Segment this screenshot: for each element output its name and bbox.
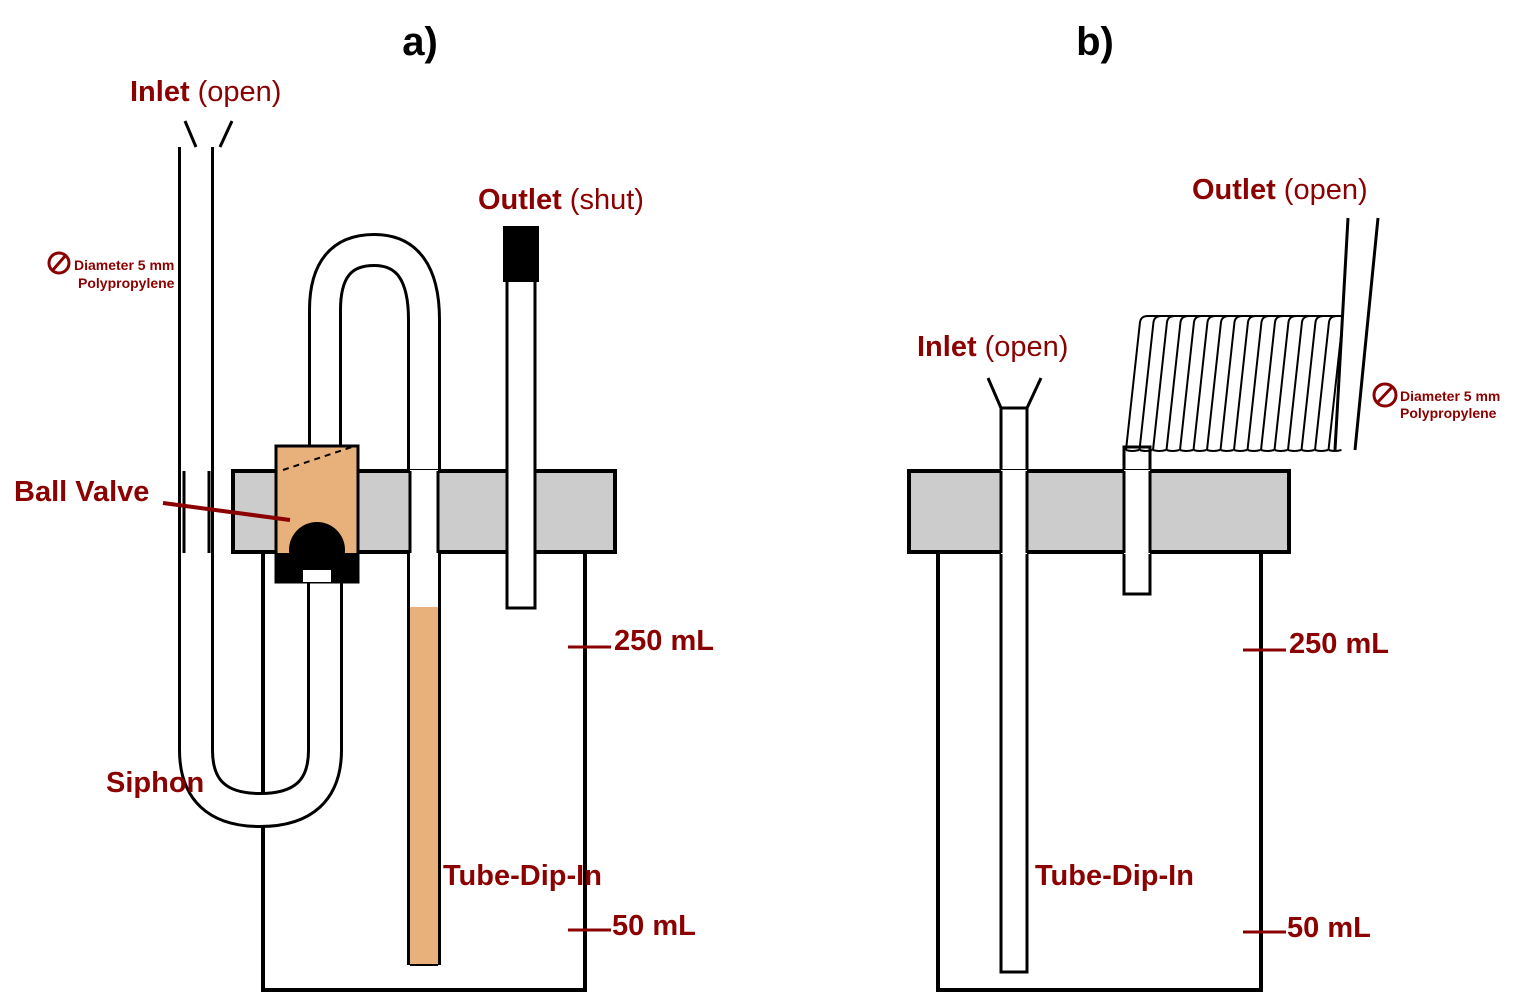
- lid-b: [907, 469, 1291, 554]
- coil-turn: [1233, 315, 1334, 451]
- coil-turn-bottom: [1125, 449, 1140, 452]
- coil-turn-bottom: [1287, 449, 1302, 452]
- tube-dip-in-label-b: Tube-Dip-In: [1035, 860, 1194, 892]
- coil-turn: [1152, 315, 1253, 451]
- inlet-label-b: Inlet(open): [917, 331, 1068, 363]
- panel-b: b) Inlet(open) Outlet(open) Dia: [907, 20, 1500, 992]
- coil-turn: [1206, 315, 1307, 451]
- diameter-label-b: Diameter 5 mm: [1400, 388, 1500, 404]
- coil-turn: [1300, 315, 1342, 451]
- ball-valve-pointer: [162, 501, 291, 522]
- mark-50-label-b: 50 mL: [1287, 912, 1371, 944]
- mark-250-label-b: 250 mL: [1289, 628, 1389, 660]
- mark-50-label-a: 50 mL: [612, 910, 696, 942]
- coil-turn-bottom: [1139, 449, 1153, 452]
- outlet-cap: [503, 226, 539, 282]
- coil-turn: [1327, 320, 1342, 451]
- coil-turn: [1260, 315, 1342, 451]
- inlet-tube-b: [986, 377, 1043, 974]
- material-label-b: Polypropylene: [1400, 405, 1497, 421]
- coil-turn: [1165, 315, 1267, 451]
- coil-turn-bottom: [1179, 449, 1194, 452]
- coil-turn: [1314, 315, 1342, 451]
- dip-in-fill: [410, 607, 438, 965]
- coil-turn-bottom: [1233, 449, 1248, 452]
- coil-turn-bottom: [1301, 449, 1315, 452]
- coil-turn-bottom: [1328, 449, 1342, 452]
- coil-turn-bottom: [1166, 449, 1180, 452]
- coil-turn-bottom: [1206, 449, 1221, 452]
- coil-turn-bottom: [1314, 449, 1329, 452]
- coil-turn: [1138, 315, 1240, 451]
- coil-tubing: [1125, 315, 1342, 452]
- coil-turn: [1246, 315, 1342, 451]
- panel-b-title: b): [1076, 20, 1114, 64]
- coil-turn: [1179, 315, 1280, 451]
- mark-250-label-a: 250 mL: [614, 625, 714, 657]
- container-body-b: [936, 553, 1263, 992]
- inlet-label-a: Inlet(open): [130, 76, 281, 108]
- coil-turn-bottom: [1193, 449, 1207, 452]
- coil-turn: [1273, 315, 1342, 451]
- coil-turn: [1125, 315, 1226, 451]
- container-body-a: [261, 553, 587, 992]
- outlet-tube-b: [1333, 217, 1380, 451]
- outlet-tube-a: [503, 226, 539, 610]
- dip-in-loop: [308, 232, 441, 966]
- siphon-tube: [178, 120, 343, 828]
- coil-turn: [1219, 315, 1321, 451]
- coil-turn-bottom: [1260, 449, 1275, 452]
- diameter-label-a: Diameter 5 mm: [74, 257, 174, 273]
- tube-dip-in-label-a: Tube-Dip-In: [443, 860, 602, 892]
- material-label-a: Polypropylene: [78, 275, 175, 291]
- coil-turn: [1287, 315, 1342, 451]
- ball-valve-label: Ball Valve: [14, 476, 149, 508]
- panel-a: a): [14, 20, 714, 992]
- panel-a-title: a): [402, 20, 438, 64]
- outlet-label-b: Outlet(open): [1192, 174, 1368, 206]
- diameter-icon-b: [1372, 382, 1398, 408]
- coil-turn-bottom: [1274, 449, 1288, 452]
- coil-turn-bottom: [1220, 449, 1234, 452]
- diameter-icon-a: [47, 251, 71, 275]
- inlet-funnel-a: [183, 120, 234, 148]
- ball-valve: [274, 444, 360, 584]
- siphon-label: Siphon: [106, 767, 204, 799]
- coil-turn-bottom: [1152, 449, 1167, 452]
- outlet-label-a: Outlet(shut): [478, 184, 644, 216]
- coil-turn-bottom: [1247, 449, 1261, 452]
- coil-turn: [1192, 315, 1294, 451]
